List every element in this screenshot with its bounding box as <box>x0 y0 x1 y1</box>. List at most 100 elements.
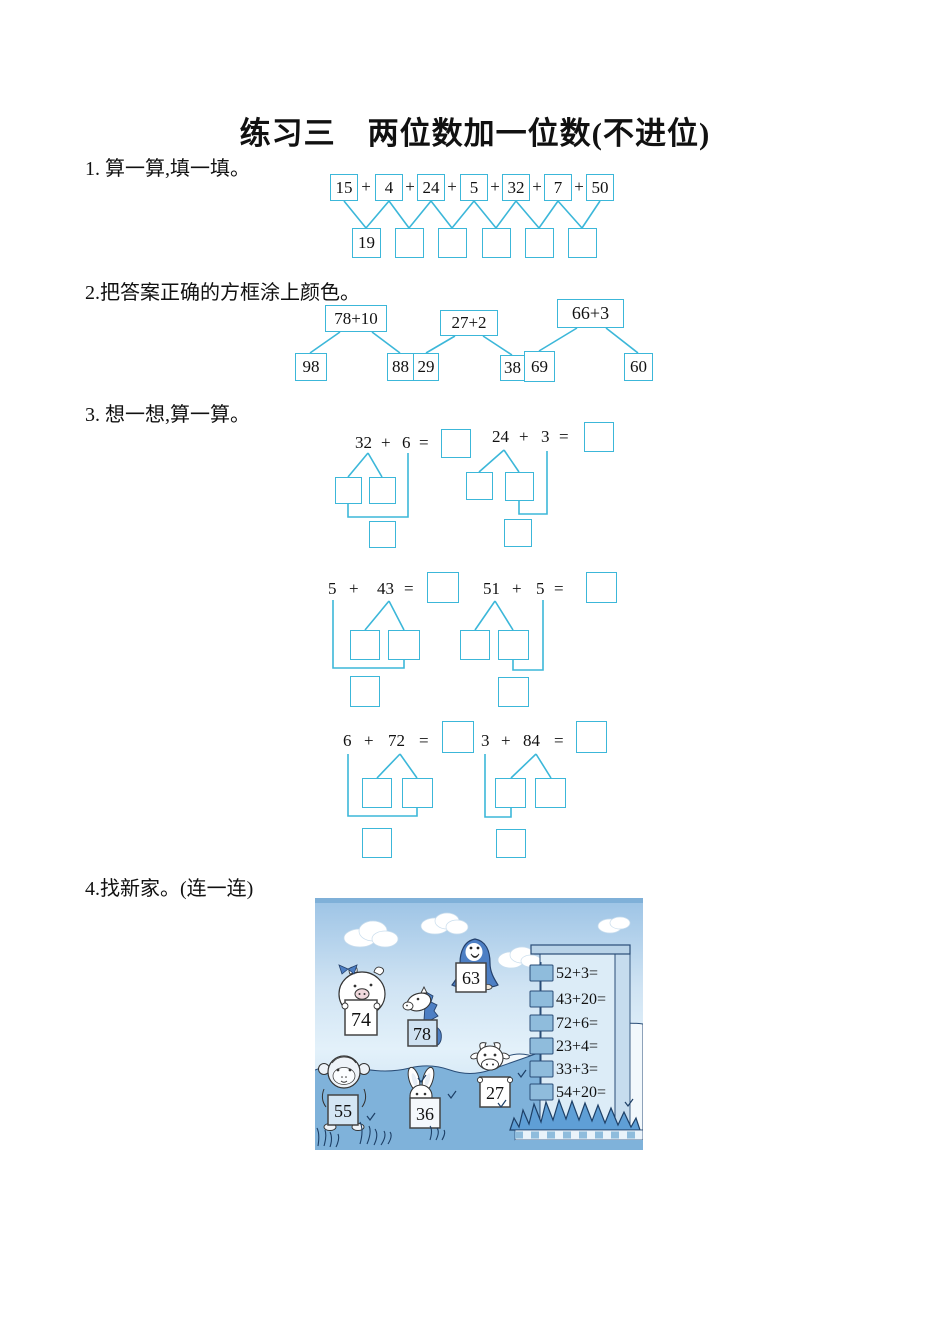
house-equation[interactable]: 33+3= <box>556 1061 598 1078</box>
house-equation[interactable]: 52+3= <box>556 965 598 982</box>
house-equation[interactable]: 72+6= <box>556 1015 598 1032</box>
q3-partial-sum-box[interactable] <box>369 521 396 548</box>
animal-sign[interactable] <box>455 962 487 993</box>
q3-split-box[interactable] <box>535 778 566 808</box>
sign-number: 27 <box>486 1083 504 1103</box>
q3-split-box[interactable] <box>505 472 534 501</box>
cloud-icon <box>343 920 399 948</box>
house-equation[interactable]: 54+20= <box>556 1084 606 1101</box>
q3-partial-sum-box[interactable] <box>496 829 526 858</box>
house-equation[interactable]: 43+20= <box>556 991 606 1008</box>
equals-sign: = <box>554 579 564 598</box>
q3-addend: 43 <box>377 579 394 598</box>
q1-addend-box: 32 <box>502 174 530 201</box>
cloud-icon <box>497 946 542 969</box>
q1-result-box-empty[interactable] <box>525 228 554 258</box>
q3-addend: 3 <box>541 427 550 446</box>
plus-sign: + <box>519 427 529 446</box>
penguin-icon: 63 <box>451 938 499 993</box>
q4-illustration: 52+3= 43+20= 72+6= 23+4= 33+3= 54+20= 74 <box>315 898 643 1150</box>
q3-addend: 72 <box>388 731 405 750</box>
q3-addend: 32 <box>355 433 372 452</box>
cow-muzzle <box>481 1058 499 1071</box>
sign-number: 78 <box>413 1024 431 1044</box>
q3-partial-sum-box[interactable] <box>498 677 529 707</box>
monkey-face <box>332 1067 356 1085</box>
cloud-icon <box>597 916 631 934</box>
q1-pair-lines <box>343 200 601 229</box>
page-title: 练习三 两位数加一位数(不进位) <box>239 116 711 151</box>
q3-partial-sum-box[interactable] <box>350 676 380 707</box>
tick-marks <box>366 1069 634 1122</box>
q3-split-box[interactable] <box>495 778 526 808</box>
brick-path <box>514 1129 643 1150</box>
q3-split-box[interactable] <box>388 630 420 660</box>
q3-result-box[interactable] <box>442 721 474 753</box>
monkey-arms <box>321 1088 367 1108</box>
q3-split-box[interactable] <box>466 472 493 500</box>
q2-answer-option[interactable]: 60 <box>624 353 653 381</box>
animal-sign[interactable] <box>409 1097 441 1129</box>
house-door-box[interactable] <box>529 990 554 1008</box>
horse-muzzle <box>402 1001 414 1011</box>
q1-addend-box: 24 <box>417 174 445 201</box>
bow-icon <box>338 964 358 975</box>
q3-addend: 5 <box>328 579 337 598</box>
q3-result-box[interactable] <box>576 721 607 753</box>
q1-result-box-empty[interactable] <box>395 228 424 258</box>
q2-answer-option[interactable]: 29 <box>413 353 439 381</box>
animal-sign[interactable] <box>407 1019 438 1047</box>
q3-label: 3. 想一想,算一算。 <box>85 404 250 426</box>
house-door-box[interactable] <box>529 1060 554 1078</box>
building-roof <box>530 944 631 955</box>
q3-addend: 84 <box>523 731 540 750</box>
q1-result-box-empty[interactable] <box>438 228 467 258</box>
q3-split-box[interactable] <box>498 630 529 660</box>
q3-split-box[interactable] <box>369 477 396 504</box>
house-equation[interactable]: 23+4= <box>556 1038 598 1055</box>
bush <box>509 1098 641 1131</box>
q2-answer-option[interactable]: 88 <box>387 353 414 381</box>
equals-sign: = <box>559 427 569 446</box>
rabbit-icon: 36 <box>407 1066 441 1129</box>
q3-result-box[interactable] <box>584 422 614 452</box>
horse-icon: 78 <box>402 985 442 1047</box>
house-door-box[interactable] <box>529 1037 554 1055</box>
q1-result-box-empty[interactable] <box>568 228 597 258</box>
q2-answer-option[interactable]: 98 <box>295 353 327 381</box>
house-door-box[interactable] <box>529 964 554 982</box>
sky-top-edge <box>315 898 643 903</box>
plus-sign: + <box>532 177 542 196</box>
q2-label: 2.把答案正确的方框涂上颜色。 <box>85 282 360 304</box>
house-door-box[interactable] <box>529 1083 554 1101</box>
plus-sign: + <box>381 433 391 452</box>
q3-partial-sum-box[interactable] <box>362 828 392 858</box>
equals-sign: = <box>554 731 564 750</box>
q3-split-box[interactable] <box>335 477 362 504</box>
equals-sign: = <box>419 731 429 750</box>
q1-result-box-empty[interactable] <box>482 228 511 258</box>
building-side <box>614 953 631 1141</box>
plus-sign: + <box>574 177 584 196</box>
q3-addend: 24 <box>492 427 509 446</box>
q3-split-box[interactable] <box>350 630 380 660</box>
cloud-icon <box>420 912 469 935</box>
animal-sign[interactable] <box>344 999 378 1036</box>
q3-result-box[interactable] <box>586 572 617 603</box>
q3-result-box[interactable] <box>441 429 471 458</box>
clouds <box>343 912 631 969</box>
house-door-box[interactable] <box>529 1014 554 1032</box>
q3-result-box[interactable] <box>427 572 459 603</box>
q2-answer-option[interactable]: 38 <box>500 355 525 381</box>
q2-answer-option[interactable]: 69 <box>524 351 555 382</box>
q3-split-box[interactable] <box>362 778 392 808</box>
grass-tufts <box>316 1121 446 1148</box>
q3-split-box[interactable] <box>460 630 490 660</box>
q3-addend: 6 <box>343 731 352 750</box>
plus-sign: + <box>349 579 359 598</box>
animal-sign[interactable] <box>327 1094 359 1126</box>
plus-sign: + <box>405 177 415 196</box>
q3-split-box[interactable] <box>402 778 433 808</box>
q3-addend: 3 <box>481 731 490 750</box>
q3-partial-sum-box[interactable] <box>504 519 532 547</box>
